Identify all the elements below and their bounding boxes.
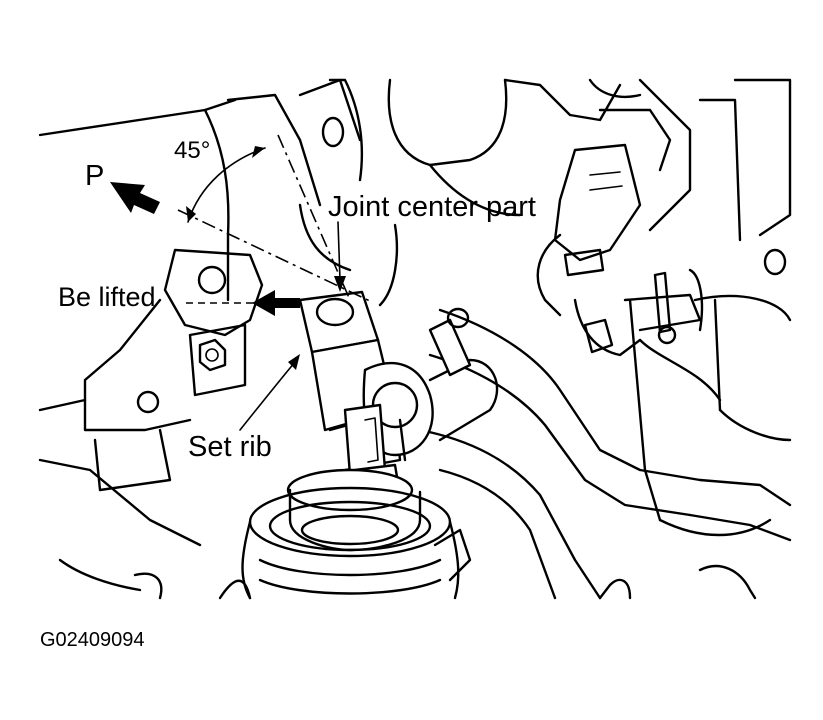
angle-construction bbox=[177, 134, 373, 303]
set-rib-label: Set rib bbox=[188, 431, 272, 463]
universal-joint bbox=[298, 290, 499, 502]
direction-p-label: P bbox=[85, 160, 104, 192]
lower-column-boot bbox=[218, 468, 472, 600]
p-direction-arrow bbox=[110, 182, 160, 214]
steering-column-drawing bbox=[298, 78, 792, 307]
frame-member-drawing bbox=[418, 308, 792, 600]
direction-arrows bbox=[110, 182, 346, 431]
joint-center-part-label: Joint center part bbox=[328, 191, 536, 223]
angle-label: 45° bbox=[174, 137, 210, 164]
connector-drawing bbox=[536, 143, 792, 537]
be-lifted-label: Be lifted bbox=[58, 282, 156, 312]
figure-code: G02409094 bbox=[40, 629, 145, 651]
left-bracket-drawing bbox=[38, 78, 362, 600]
